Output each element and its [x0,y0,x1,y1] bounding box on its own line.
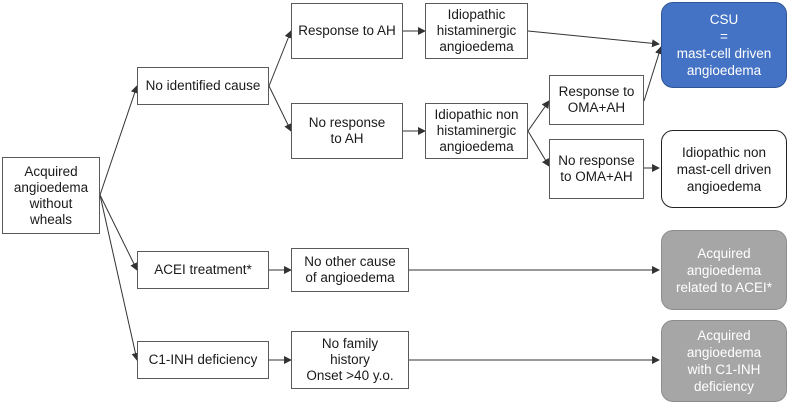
node-idiopathic-non-histaminergic: Idiopathic non histaminergic angioedema [425,103,528,159]
arrow-idiononhist-norespoma [527,130,550,167]
outcome-acquired-acei: Acquired angioedema related to ACEI* [661,230,787,310]
node-acei-treatment: ACEI treatment* [137,251,269,289]
node-response-to-oma: Response to OMA+AH [549,75,644,125]
node-acquired-angioedema: Acquired angioedema without wheals [2,157,100,234]
node-no-response-to-oma: No response to OMA+AH [549,139,644,199]
arrow-idiohist-csu [527,30,660,48]
arrow-root-c1inh [99,194,140,361]
outcome-idiopathic-non-mast-cell: Idiopathic non mast-cell driven angioede… [661,130,787,208]
arrow-root-acei [99,194,138,271]
node-response-to-ah: Response to AH [291,3,403,59]
node-c1inh-deficiency: C1-INH deficiency [137,341,269,379]
arrow-idiononhist-respoma [527,100,550,132]
arrow-root-nocause [99,85,139,196]
outcome-acquired-c1inh: Acquired angioedema with C1-INH deficien… [661,320,787,402]
arrow-nocause-noresp [268,85,292,132]
node-no-family-history: No family history Onset >40 y.o. [291,331,409,389]
arrow-respoma-csu [643,46,663,102]
arrow-nocause-resp [268,30,293,87]
node-idiopathic-histaminergic: Idiopathic histaminergic angioedema [425,3,528,59]
node-no-other-cause: No other cause of angioedema [291,248,409,292]
node-no-response-to-ah: No response to AH [291,103,403,159]
outcome-csu: CSU = mast-cell driven angioedema [661,2,787,88]
node-no-identified-cause: No identified cause [137,67,269,105]
